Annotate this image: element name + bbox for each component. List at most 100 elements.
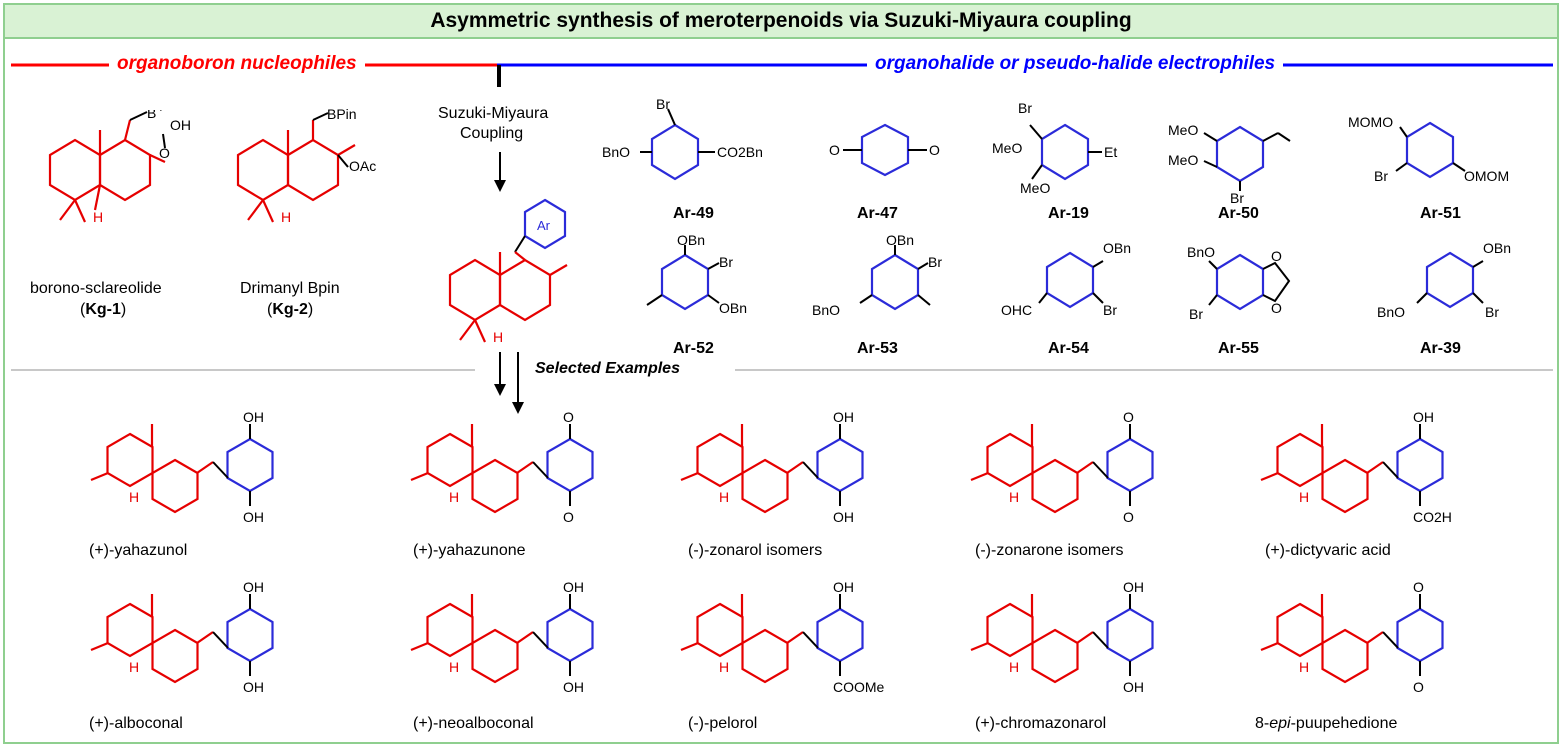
- top-substituent-label: OH: [1413, 410, 1434, 425]
- figure-frame: Asymmetric synthesis of meroterpenoids v…: [3, 3, 1559, 744]
- br-label: Br: [1189, 306, 1203, 322]
- ar-52-code: Ar-52: [673, 340, 714, 357]
- example-structure-7: H OH OH: [410, 580, 594, 695]
- bpin-label: BPin: [327, 106, 357, 122]
- obn-label: OBn: [719, 300, 747, 316]
- examples-header: Selected Examples: [535, 360, 680, 377]
- bottom-substituent-label: OH: [1123, 679, 1144, 695]
- br-label: Br: [656, 97, 670, 112]
- h-label: H: [129, 489, 139, 505]
- oac-label: OAc: [349, 158, 376, 174]
- ar-52-structure: OBn Br OBn: [646, 233, 747, 316]
- co2bn-label: CO2Bn: [717, 144, 763, 160]
- ar-54-structure: OBn OHC Br: [1001, 240, 1131, 318]
- top-substituent-label: O: [563, 410, 574, 425]
- ar-51-code: Ar-51: [1420, 205, 1461, 222]
- top-substituent-label: OH: [563, 580, 584, 595]
- bno-label: BnO: [1187, 244, 1215, 260]
- h-label: H: [93, 209, 103, 225]
- h-label: H: [493, 329, 503, 345]
- top-substituent-label: OH: [833, 580, 854, 595]
- borono-sclareolide-structure: B OH O H: [48, 110, 191, 225]
- example-name-yahazunol: (+)-yahazunol: [89, 542, 188, 559]
- bottom-substituent-label: OH: [243, 509, 264, 525]
- br-label: Br: [719, 254, 733, 270]
- o-label: O: [1271, 300, 1282, 316]
- o-label: O: [1271, 248, 1282, 264]
- ar-54-code: Ar-54: [1048, 340, 1089, 357]
- ohc-label: OHC: [1001, 302, 1032, 318]
- bottom-substituent-label: OH: [833, 509, 854, 525]
- h-label: H: [281, 209, 291, 225]
- ar-47-structure: O O: [829, 123, 940, 177]
- bottom-substituent-label: O: [563, 509, 574, 525]
- et-label: Et: [1104, 144, 1117, 160]
- example-name-puupehedione: 8-epi-puupehedione: [1255, 715, 1398, 732]
- h-label: H: [1009, 489, 1019, 505]
- br-label: Br: [1018, 100, 1032, 116]
- br-label: Br: [1374, 168, 1388, 184]
- kg2-code: (Kg-2): [267, 301, 314, 318]
- ar-49-structure: Br BnO CO2Bn: [602, 97, 763, 181]
- bottom-substituent-label: OH: [563, 679, 584, 695]
- aryl-ring-label: Ar: [537, 218, 551, 233]
- drimanyl-bpin-structure: BPin OAc H: [236, 106, 376, 225]
- oxygen-label: O: [159, 145, 170, 161]
- top-substituent-label: OH: [1123, 580, 1144, 595]
- meo-label: MeO: [1020, 180, 1050, 196]
- example-name-dictyvaric-acid: (+)-dictyvaric acid: [1265, 542, 1391, 559]
- nucleophiles-header: organoboron nucleophiles: [109, 53, 365, 75]
- hydroxyl-label: OH: [170, 117, 191, 133]
- h-label: H: [449, 659, 459, 675]
- top-substituent-label: OH: [243, 410, 264, 425]
- example-structure-10: HOO: [1260, 580, 1444, 695]
- omom-label: OMOM: [1464, 168, 1509, 184]
- meo-label: MeO: [1168, 152, 1198, 168]
- examples-arrows: [494, 352, 524, 414]
- divider: [11, 369, 1553, 371]
- h-label: H: [1299, 489, 1309, 505]
- electrophiles-header: organohalide or pseudo-halide electrophi…: [867, 53, 1284, 75]
- bno-label: BnO: [812, 302, 840, 318]
- example-name-alboconal: (+)-alboconal: [89, 715, 183, 732]
- o-label: O: [929, 142, 940, 158]
- obn-label: OBn: [677, 233, 705, 248]
- meo-label: MeO: [1168, 122, 1198, 138]
- br-label: Br: [1103, 302, 1117, 318]
- ar-39-structure: OBn BnO Br: [1377, 240, 1511, 320]
- h-label: H: [449, 489, 459, 505]
- bottom-substituent-label: CO2H: [1413, 509, 1452, 525]
- ar-55-structure: BnO Br O O: [1187, 244, 1291, 322]
- ar-39-code: Ar-39: [1420, 340, 1461, 357]
- ar-19-code: Ar-19: [1048, 205, 1089, 222]
- ar-53-code: Ar-53: [857, 340, 898, 357]
- bno-label: BnO: [602, 144, 630, 160]
- example-structure-5: H OH CO2H: [1260, 410, 1452, 525]
- top-substituent-label: O: [1123, 410, 1134, 425]
- top-substituent-label: OH: [243, 580, 264, 595]
- o-label: O: [829, 142, 840, 158]
- boron-atom: B: [147, 110, 156, 121]
- ar-47-code: Ar-47: [857, 205, 898, 222]
- ar-53-structure: OBn Br BnO: [812, 233, 942, 318]
- example-structure-1: H OH OH: [90, 410, 274, 525]
- obn-label: OBn: [1103, 240, 1131, 256]
- kg1-name: borono-sclareolide: [30, 280, 162, 297]
- ar-51-structure: MOMO Br OMOM: [1348, 114, 1509, 184]
- obn-label: OBn: [1483, 240, 1511, 256]
- ar-19-structure: Br MeO Et MeO: [992, 100, 1117, 196]
- example-name-zonarone: (-)-zonarone isomers: [975, 542, 1124, 559]
- top-substituent-label: OH: [833, 410, 854, 425]
- example-structure-4: HOO: [970, 410, 1154, 525]
- example-structure-2: H O O: [410, 410, 594, 525]
- ar-50-code: Ar-50: [1218, 205, 1259, 222]
- example-name-neoalboconal: (+)-neoalboconal: [413, 715, 534, 732]
- momo-label: MOMO: [1348, 114, 1393, 130]
- bottom-substituent-label: O: [1413, 679, 1424, 695]
- top-substituent-label: O: [1413, 580, 1424, 595]
- example-name-yahazunone: (+)-yahazunone: [413, 542, 526, 559]
- bno-label: BnO: [1377, 304, 1405, 320]
- kg1-code: (Kg-1): [80, 301, 127, 318]
